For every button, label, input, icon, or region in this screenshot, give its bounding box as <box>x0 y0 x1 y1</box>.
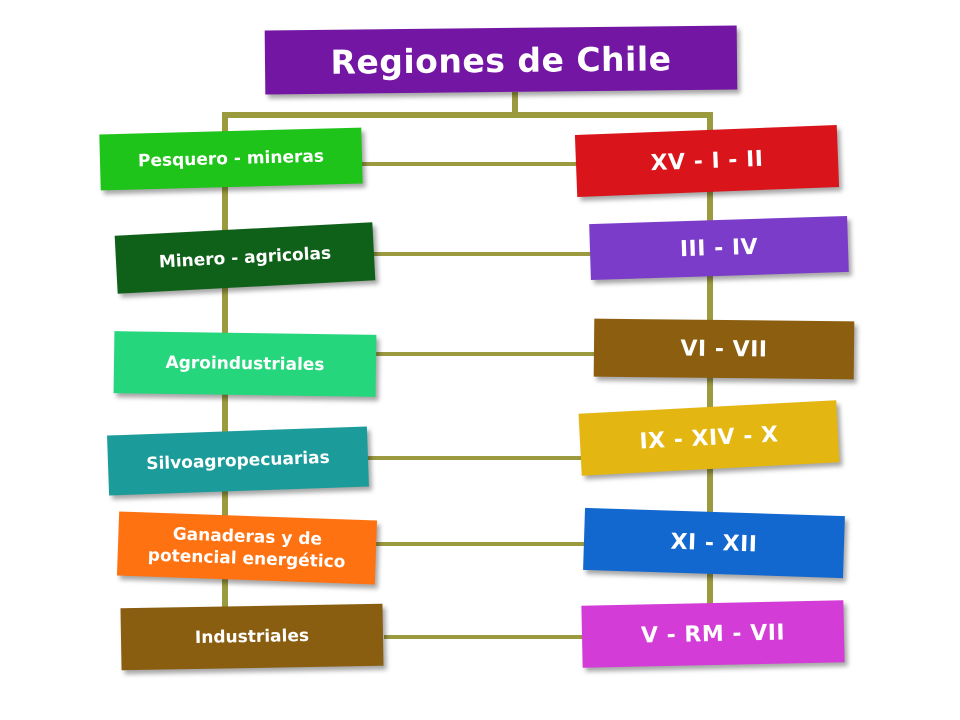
regions-box-6: V - RM - VII <box>581 600 845 668</box>
connector-row-2 <box>372 252 594 256</box>
regions-box-5: XI - XII <box>583 507 845 579</box>
category-box-5: Ganaderas y de potencial energético <box>116 511 378 585</box>
regions-box-3: VI - VII <box>593 318 855 380</box>
connector-stem <box>512 92 518 116</box>
regions-box-1: XV - I - II <box>574 124 840 198</box>
diagram-title: Regiones de Chile <box>264 25 738 95</box>
connector-top-bar <box>222 112 713 118</box>
connector-row-5 <box>376 542 586 546</box>
category-box-4: Silvoagropecuarias <box>107 426 369 496</box>
category-box-1: Pesquero - mineras <box>99 127 363 191</box>
category-box-2: Minero - agricolas <box>114 222 376 294</box>
connector-row-1 <box>360 162 580 166</box>
category-box-3: Agroindustriales <box>113 331 377 397</box>
regions-box-4: IX - XIV - X <box>578 400 840 476</box>
category-box-6: Industriales <box>120 603 384 671</box>
connector-row-3 <box>374 352 596 356</box>
connector-row-4 <box>366 456 582 460</box>
connector-row-6 <box>384 635 584 639</box>
regions-box-2: III - IV <box>589 215 849 281</box>
